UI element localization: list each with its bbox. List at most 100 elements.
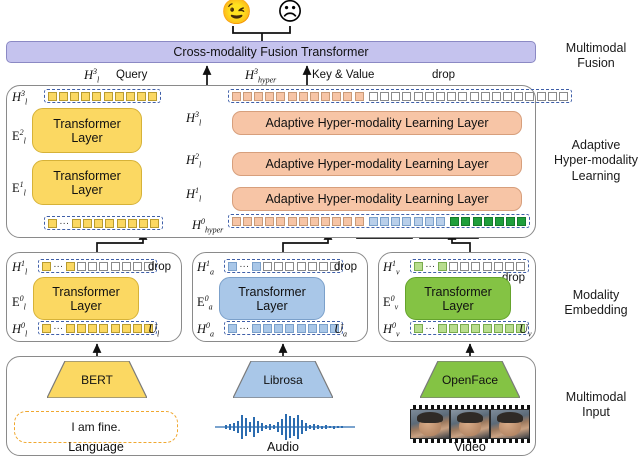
token	[287, 91, 297, 101]
token	[76, 323, 86, 333]
transformer-layer-video-e0[interactable]: Transformer Layer	[405, 277, 511, 320]
query-label: Query	[116, 69, 148, 81]
token	[242, 91, 252, 101]
token	[330, 323, 340, 333]
token	[472, 216, 482, 226]
token-ellipsis: ···	[239, 260, 250, 272]
transformer-line2: Layer	[256, 298, 288, 313]
transformer-line2: Layer	[71, 182, 103, 197]
cross-modality-fusion-transformer-bar[interactable]: Cross-modality Fusion Transformer	[6, 41, 536, 63]
bert-trapezoid-shape	[47, 361, 147, 398]
token	[144, 323, 154, 333]
token	[330, 261, 340, 271]
token	[460, 323, 470, 333]
token-row-label-h0-v: H0v	[383, 321, 400, 339]
token	[343, 91, 353, 101]
token	[274, 261, 284, 271]
section-label-modality-embedding: Modality Embedding	[548, 288, 640, 319]
branch-label-h3-l: H3l	[186, 110, 202, 128]
transformer-line2: Layer	[71, 130, 103, 145]
token	[469, 91, 479, 101]
token	[354, 91, 364, 101]
token	[274, 323, 284, 333]
token	[458, 91, 468, 101]
token	[471, 323, 481, 333]
feature-extractor-bert[interactable]: BERT	[47, 361, 147, 398]
token	[132, 261, 142, 271]
token	[318, 261, 328, 271]
feature-extractor-openface[interactable]: OpenFace	[420, 361, 520, 398]
token	[332, 91, 342, 101]
caption-language: Language	[68, 440, 124, 454]
token-row-h0-hyper	[228, 214, 530, 228]
section-label-line1: Multimodal	[565, 390, 627, 404]
drop-label-audio: drop	[334, 261, 358, 273]
token	[296, 261, 306, 271]
token-row-label-h0-a: H0a	[197, 321, 215, 339]
token	[424, 216, 434, 226]
token	[504, 323, 514, 333]
transformer-line2: Layer	[70, 298, 102, 313]
transformer-layer-language-e2[interactable]: Transformer Layer	[32, 108, 142, 153]
section-label-line2: Fusion	[577, 56, 615, 71]
transformer-layer-audio-e0[interactable]: Transformer Layer	[219, 277, 325, 320]
token	[231, 216, 241, 226]
section-label-adaptive-hyper: Adaptive Hyper-modality Learning	[548, 138, 640, 184]
token	[285, 323, 295, 333]
token	[494, 216, 504, 226]
token	[380, 216, 390, 226]
token	[435, 91, 445, 101]
video-film-strip	[410, 405, 530, 443]
token-row-label-h1-l: H1l	[12, 259, 28, 277]
token-row-label-h3-l: H3l	[12, 89, 28, 107]
bert-label: BERT	[81, 372, 113, 387]
feature-extractor-librosa[interactable]: Librosa	[233, 361, 333, 398]
adaptive-hyper-modality-learning-layer-3[interactable]: Adaptive Hyper-modality Learning Layer	[232, 111, 522, 135]
token-ellipsis: ···	[425, 322, 436, 334]
encoder-name-e2-l: E2l	[12, 128, 26, 146]
token	[413, 216, 423, 226]
transformer-layer-language-e0[interactable]: Transformer Layer	[33, 277, 139, 320]
token	[92, 91, 102, 101]
video-frame	[411, 410, 449, 438]
token	[82, 218, 92, 228]
token	[321, 216, 331, 226]
token	[88, 323, 98, 333]
adaptive-hyper-modality-learning-layer-1[interactable]: Adaptive Hyper-modality Learning Layer	[232, 187, 522, 211]
token	[276, 216, 286, 226]
token	[391, 216, 401, 226]
token	[265, 216, 275, 226]
token	[402, 91, 412, 101]
token	[504, 261, 514, 271]
transformer-line1: Transformer	[424, 284, 492, 299]
encoder-name-e0-a: E0a	[197, 294, 213, 312]
token-row-h1-l: ···	[38, 259, 157, 273]
language-input-text-bubble[interactable]: I am fine.	[14, 411, 178, 443]
transformer-line2: Layer	[442, 298, 474, 313]
openface-trapezoid-shape	[420, 361, 520, 398]
token-ellipsis: ···	[239, 322, 250, 334]
token	[448, 323, 458, 333]
token-row-h1-a: ···	[224, 259, 343, 273]
token	[298, 216, 308, 226]
token	[99, 323, 109, 333]
adaptive-hyper-modality-learning-layer-2[interactable]: Adaptive Hyper-modality Learning Layer	[232, 152, 522, 176]
token	[150, 218, 160, 228]
token	[127, 218, 137, 228]
caption-audio: Audio	[267, 440, 299, 454]
drop-label-language: drop	[148, 261, 172, 273]
token	[58, 91, 68, 101]
transformer-layer-language-e1[interactable]: Transformer Layer	[32, 160, 142, 205]
token	[285, 261, 295, 271]
token	[354, 216, 364, 226]
token	[251, 261, 261, 271]
frowning-face-emoji: ☹	[277, 0, 304, 26]
token	[65, 323, 75, 333]
token	[460, 261, 470, 271]
branch-label-h1-l: H1l	[186, 186, 202, 204]
token	[321, 91, 331, 101]
token-row-label-h0-hyper: H0hyper	[192, 217, 224, 235]
token-row-label-h1-v: H1v	[383, 259, 400, 277]
token	[447, 91, 457, 101]
key-value-label: Key & Value	[312, 69, 375, 81]
